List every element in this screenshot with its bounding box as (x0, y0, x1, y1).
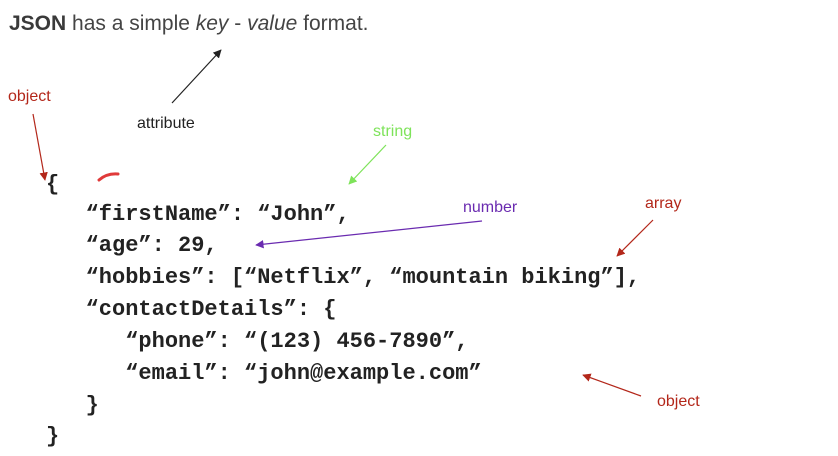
code-line-7: “email”: “john@example.com” (46, 361, 482, 386)
label-string: string (373, 123, 413, 140)
label-object-top: object (8, 88, 51, 105)
arrow-number (255, 220, 483, 249)
code-line-6: “phone”: “(123) 456-7890”, (46, 329, 469, 354)
heading: JSON has a simple key - value format. (9, 12, 369, 36)
arrow-array (616, 219, 654, 257)
code-line-5: “contactDetails”: { (46, 297, 337, 322)
heading-key: key (195, 12, 229, 35)
label-array: array (645, 195, 682, 212)
heading-value: value (247, 12, 298, 35)
arrow-string (348, 144, 387, 185)
code-line-3: “age”: 29, (46, 233, 218, 258)
heading-text-1: has a simple (66, 12, 196, 35)
arrow-object-bottom (582, 373, 642, 397)
heading-text-2: format. (297, 12, 369, 35)
label-number: number (463, 199, 518, 216)
label-object-bottom: object (657, 393, 700, 410)
code-line-9: } (46, 424, 60, 449)
arrow-object-top (32, 113, 48, 181)
code-line-8: } (46, 393, 99, 418)
arrow-attribute (171, 49, 222, 104)
code-line-2: “firstName”: “John”, (46, 202, 350, 227)
code-line-4: “hobbies”: [“Netflix”, “mountain biking”… (46, 265, 641, 290)
heading-sep: - (228, 12, 248, 35)
red-stroke-mark (97, 172, 120, 182)
heading-json: JSON (9, 12, 67, 35)
code-line-1: { (46, 172, 60, 197)
label-attribute: attribute (137, 115, 195, 132)
